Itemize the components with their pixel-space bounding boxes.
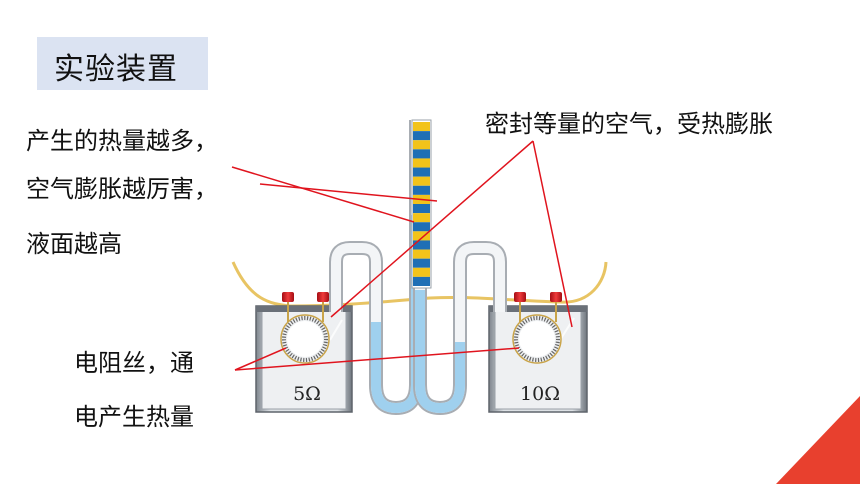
scale-segment xyxy=(413,213,430,223)
callout-lines xyxy=(231,140,573,371)
corner-accent-triangle xyxy=(776,396,860,484)
terminal xyxy=(282,292,294,302)
terminal xyxy=(514,292,526,302)
scale-segment xyxy=(413,258,430,268)
scale-segment xyxy=(413,267,430,277)
callout-line xyxy=(231,166,415,223)
scale-segment xyxy=(413,149,430,159)
connecting-wire xyxy=(231,261,608,308)
left-resistance-label: 5Ω xyxy=(293,383,321,405)
scale-segment xyxy=(413,276,430,286)
callout-line xyxy=(234,347,287,371)
scale-segment xyxy=(413,240,430,250)
scale-segment xyxy=(413,131,430,141)
heat-annotation-line2: 空气膨胀越厉害， xyxy=(26,175,218,203)
callout-line xyxy=(532,140,573,328)
liquid-column xyxy=(415,290,465,414)
scale-segment xyxy=(413,122,430,132)
callout-line xyxy=(234,347,520,371)
resistor-coil xyxy=(280,314,330,364)
callout-line xyxy=(259,183,438,202)
scale-segment xyxy=(413,167,430,177)
scale-segment xyxy=(413,222,430,232)
terminal xyxy=(550,292,562,302)
page-title: 实验装置 xyxy=(54,52,178,87)
measurement-scale xyxy=(411,119,432,289)
scale-segment xyxy=(413,176,430,186)
terminal xyxy=(317,292,329,302)
left-container: 5Ω xyxy=(255,292,353,413)
callout-line xyxy=(330,140,534,318)
scale-segment xyxy=(413,204,430,214)
title-background xyxy=(37,37,208,90)
scale-segment xyxy=(413,231,430,241)
resistor-annotation-line2: 电产生热量 xyxy=(74,403,194,431)
scale-segment xyxy=(413,185,430,195)
scale-segment xyxy=(413,249,430,259)
resistor-annotation-line1: 电阻丝，通 xyxy=(74,349,194,377)
scale-segment xyxy=(413,140,430,150)
heat-annotation-line1: 产生的热量越多， xyxy=(26,127,218,155)
heat-annotation-line3: 液面越高 xyxy=(26,230,122,258)
sealed-air-annotation: 密封等量的空气，受热膨胀 xyxy=(485,110,773,138)
right-resistance-label: 10Ω xyxy=(520,383,560,405)
right-u-tube xyxy=(413,120,507,416)
resistor-coil xyxy=(512,314,562,364)
right-container: 10Ω xyxy=(488,292,588,413)
scale-segment xyxy=(413,158,430,168)
